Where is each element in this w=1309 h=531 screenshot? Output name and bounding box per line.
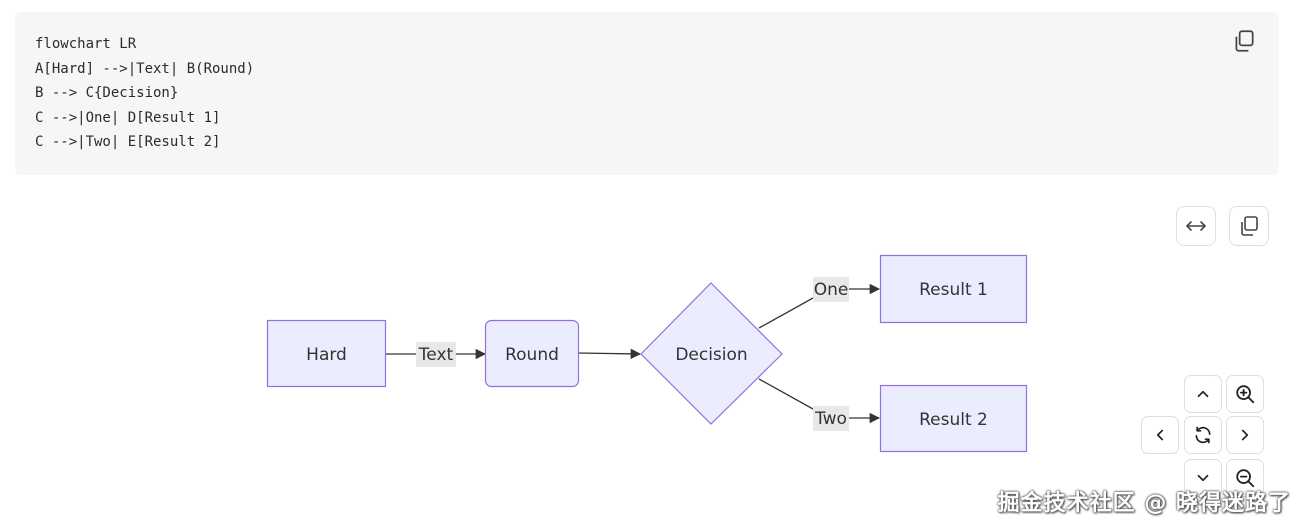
svg-text:Two: Two: [814, 409, 847, 429]
edge-label-one: One: [813, 277, 849, 302]
edge-label-text: Text: [416, 342, 456, 367]
code-line: A[Hard] -->|Text| B(Round): [35, 60, 255, 77]
code-block: flowchart LR A[Hard] -->|Text| B(Round) B …: [15, 12, 1279, 175]
pan-right-button[interactable]: [1226, 416, 1264, 454]
node-hard[interactable]: Hard: [266, 319, 387, 388]
edge-label-two: Two: [813, 406, 849, 431]
copy-icon: [1235, 30, 1254, 52]
svg-text:Text: Text: [418, 345, 454, 365]
pan-down-button[interactable]: [1184, 459, 1222, 497]
fit-width-button[interactable]: [1176, 206, 1216, 246]
zoom-in-button[interactable]: [1226, 375, 1264, 413]
node-hard-label: Hard: [306, 345, 347, 365]
reset-icon: [1195, 426, 1211, 444]
node-result-1-label: Result 1: [919, 280, 988, 300]
edge-round-decision: [577, 348, 642, 360]
node-decision-label: Decision: [675, 345, 747, 365]
node-result-2[interactable]: Result 2: [879, 384, 1028, 453]
code-text: flowchart LR A[Hard] -->|Text| B(Round) B …: [35, 32, 254, 155]
chevron-up-icon: [1197, 390, 1209, 398]
copy-code-button[interactable]: [1231, 28, 1257, 54]
zoom-out-icon: [1236, 469, 1255, 488]
watermark: 掘金技术社区 @ 晓得迷路了: [997, 491, 1291, 516]
node-decision[interactable]: Decision: [640, 282, 783, 425]
zoom-in-icon: [1236, 385, 1255, 404]
node-round-label: Round: [505, 345, 559, 365]
code-line: B --> C{Decision}: [35, 85, 179, 102]
copy-icon: [1241, 216, 1258, 236]
code-line: C -->|One| D[Result 1]: [35, 109, 221, 126]
node-round[interactable]: Round: [484, 319, 580, 388]
reset-view-button[interactable]: [1184, 416, 1222, 454]
chevron-down-icon: [1197, 474, 1209, 482]
svg-text:One: One: [814, 280, 849, 300]
code-line: C -->|Two| E[Result 2]: [35, 134, 221, 151]
node-result-1[interactable]: Result 1: [879, 254, 1028, 324]
chevron-right-icon: [1241, 429, 1249, 441]
zoom-out-button[interactable]: [1226, 459, 1264, 497]
pan-left-button[interactable]: [1141, 416, 1179, 454]
pan-up-button[interactable]: [1184, 375, 1222, 413]
node-result-2-label: Result 2: [919, 410, 988, 430]
code-line: flowchart LR: [35, 36, 137, 52]
chevron-left-icon: [1156, 429, 1164, 441]
horizontal-arrows-icon: [1186, 221, 1206, 231]
copy-diagram-button[interactable]: [1229, 206, 1269, 246]
